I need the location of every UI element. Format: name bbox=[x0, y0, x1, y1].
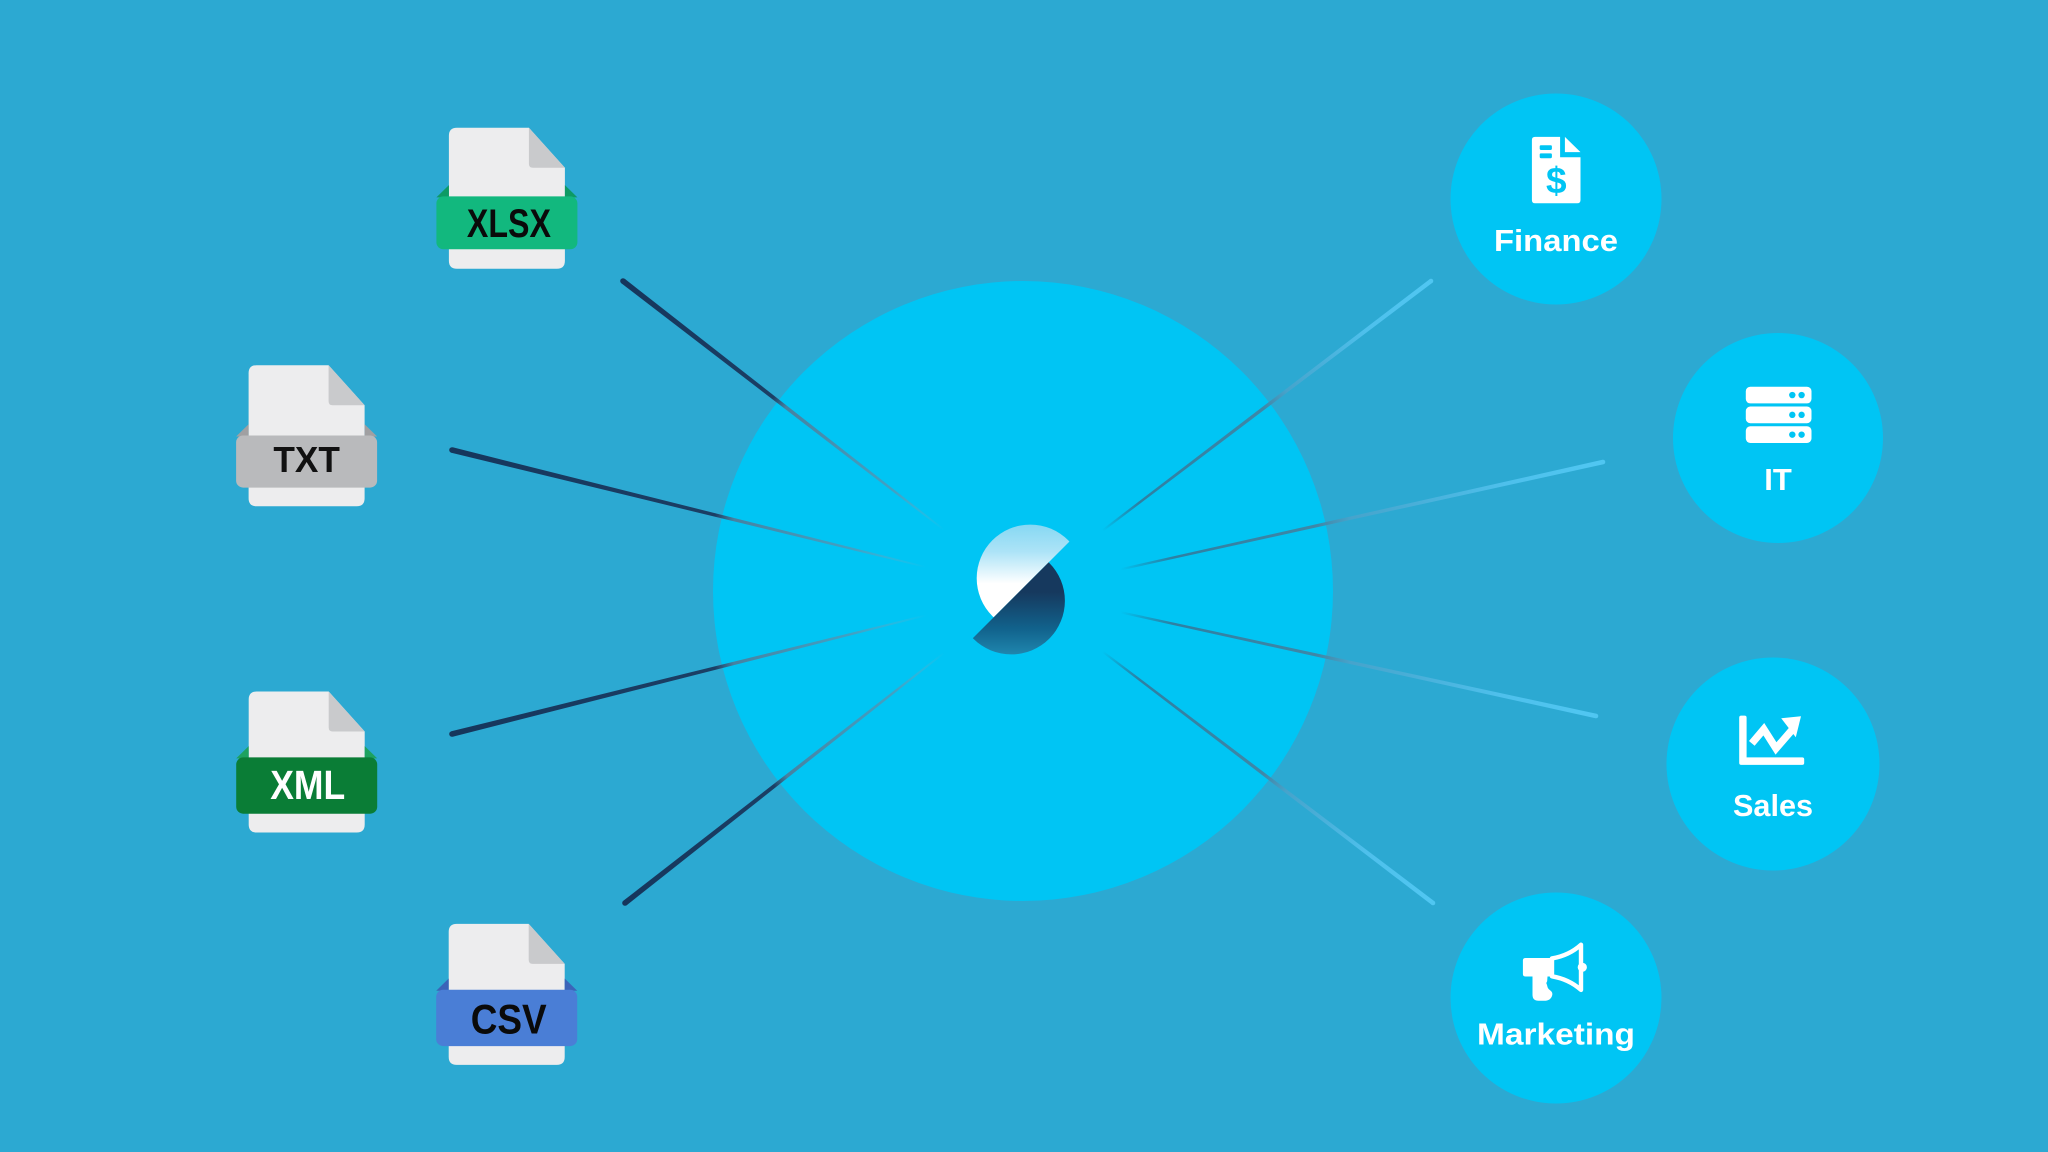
svg-text:CSV: CSV bbox=[471, 996, 547, 1043]
svg-text:XML: XML bbox=[270, 762, 345, 808]
svg-text:Finance: Finance bbox=[1494, 223, 1618, 258]
svg-text:IT: IT bbox=[1764, 462, 1792, 497]
svg-text:Marketing: Marketing bbox=[1477, 1017, 1635, 1052]
svg-text:TXT: TXT bbox=[273, 439, 340, 480]
svg-text:$: $ bbox=[1546, 160, 1567, 201]
svg-text:Sales: Sales bbox=[1733, 788, 1813, 823]
svg-text:XLSX: XLSX bbox=[467, 202, 551, 246]
